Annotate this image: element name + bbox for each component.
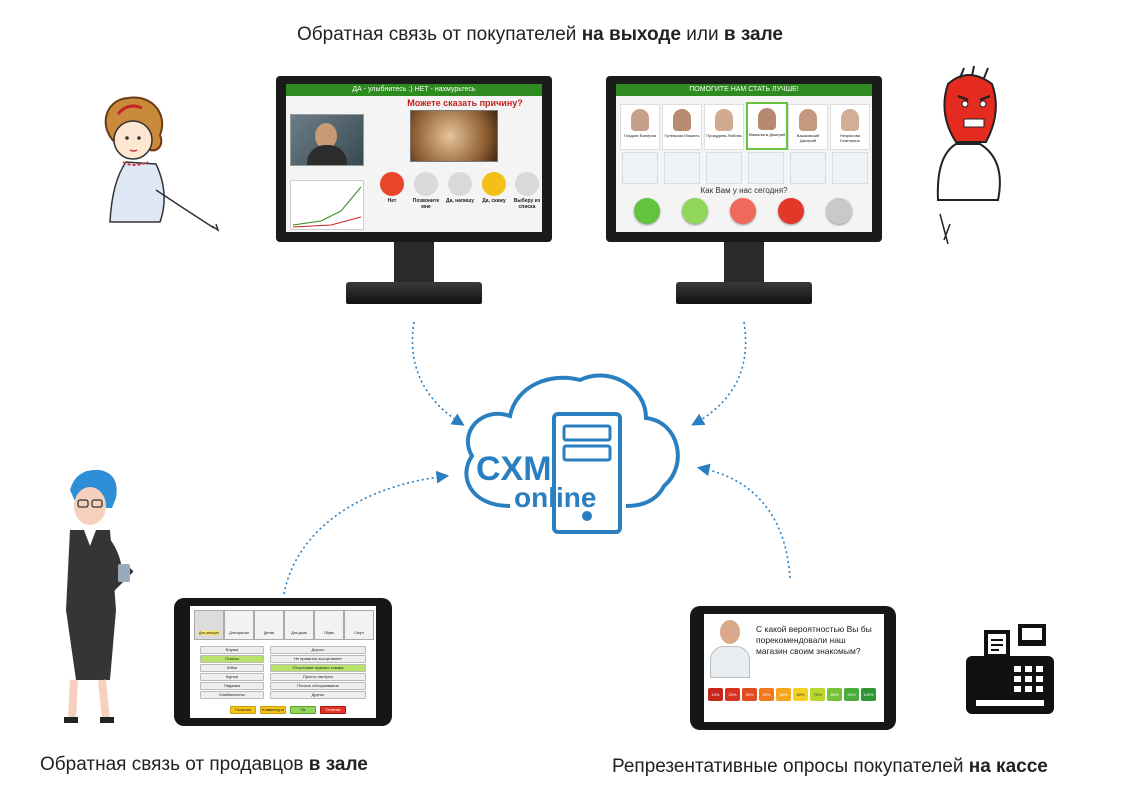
keyboard-button[interactable]: Клавиатура — [260, 706, 286, 714]
nps-option[interactable]: 100% — [861, 688, 876, 701]
staff-grid: Гладких Валерия Гулевская Мишель Прокуди… — [620, 102, 870, 192]
message-icon — [448, 172, 472, 196]
presenter-photo — [710, 620, 750, 678]
camera-preview — [290, 114, 364, 166]
thumbs-up-icon[interactable] — [790, 152, 826, 184]
list-item[interactable]: Юбки — [200, 664, 264, 672]
rating-question: Как Вам у нас сегодня? — [700, 186, 788, 195]
voice-button[interactable]: Голосом — [230, 706, 256, 714]
category-tab-shoes[interactable]: Обувь — [314, 610, 344, 640]
nps-option[interactable]: 40% — [759, 688, 774, 701]
list-item[interactable]: Просто смотрел — [270, 673, 366, 681]
list-item[interactable]: Не нравится ассортимент — [270, 655, 366, 663]
category-tab-women[interactable]: Для женщин — [194, 610, 224, 640]
rating-buttons — [634, 198, 864, 228]
staff-card[interactable]: Гулевская Мишель — [662, 104, 702, 150]
question-icon[interactable] — [832, 152, 868, 184]
very-happy-face-icon[interactable] — [634, 198, 660, 224]
tablet-right-screen: С какой вероятностью Вы бы порекомендова… — [704, 614, 884, 722]
staff-card-selected[interactable]: Мамалыга Дмитрий — [746, 102, 788, 150]
microphone-icon — [482, 172, 506, 196]
tablet-left-screen: Для женщин Для мужчин Детям Для дома Обу… — [190, 606, 376, 718]
list-item[interactable]: Платья — [200, 655, 264, 663]
cloud-brand: CXM — [476, 450, 552, 488]
nps-option[interactable]: 80% — [827, 688, 842, 701]
list-item[interactable]: Отсутствие нужного товара — [270, 664, 366, 672]
question-title: Можете сказать причину? — [407, 98, 523, 108]
staff-card[interactable]: Прокудина Любовь — [704, 104, 744, 150]
list-item[interactable]: Другое — [270, 691, 366, 699]
topic-icon[interactable] — [622, 152, 658, 184]
monitor-left-screen: ДА - улыбнитесь :) НЕТ - нахмурьтесь Мож… — [286, 84, 542, 232]
cloud-sub: online — [514, 482, 597, 513]
monitor-left: ДА - улыбнитесь :) НЕТ - нахмурьтесь Мож… — [276, 76, 552, 306]
monitor-left-top-bar: ДА - улыбнитесь :) НЕТ - нахмурьтесь — [286, 84, 542, 96]
monitor-right-top-bar: ПОМОГИТЕ НАМ СТАТЬ ЛУЧШЕ! — [616, 84, 872, 96]
server-icon — [552, 412, 622, 534]
sentiment-chart — [290, 180, 364, 230]
nps-option[interactable]: 60% — [793, 688, 808, 701]
answer-btn-write[interactable]: Да, напишу — [444, 172, 476, 204]
nps-option[interactable]: 90% — [844, 688, 859, 701]
topic-icons-row — [620, 152, 870, 188]
customer-girl-illustration — [104, 96, 220, 232]
happy-face-icon[interactable] — [682, 198, 708, 224]
category-tab-sport[interactable]: Спорт — [344, 610, 374, 640]
nps-scale: 10% 20% 30% 40% 50% 60% 70% 80% 90% 100% — [708, 688, 880, 702]
sad-face-icon — [380, 172, 404, 196]
cash-register-icon — [966, 624, 1054, 714]
list-item[interactable]: Дорого — [270, 646, 366, 654]
answer-btn-no[interactable]: Нет — [378, 172, 406, 204]
answer-buttons: Нет Позвоните мне Да, напишу Да, скажу В… — [378, 172, 542, 228]
monitor-right: ПОМОГИТЕ НАМ СТАТЬ ЛУЧШЕ! Гладких Валери… — [606, 76, 882, 306]
pet-photo — [410, 110, 498, 162]
staff-card[interactable]: Вашковский Дмитрий — [788, 104, 828, 150]
category-tab-kids[interactable]: Детям — [254, 610, 284, 640]
cancel-button[interactable]: Отмена — [320, 706, 346, 714]
list-item[interactable]: Блузки — [200, 646, 264, 654]
phone-icon — [414, 172, 438, 196]
microphone-icon[interactable] — [826, 198, 852, 224]
list-item[interactable]: Комбинезоны — [200, 691, 264, 699]
topic-icon[interactable] — [748, 152, 784, 184]
caption-top: Обратная связь от покупателей на выходе … — [297, 24, 783, 45]
tablet-right: С какой вероятностью Вы бы порекомендова… — [690, 606, 896, 730]
angry-face-icon[interactable] — [778, 198, 804, 224]
nps-option[interactable]: 10% — [708, 688, 723, 701]
staff-card[interactable]: Гладких Валерия — [620, 104, 660, 150]
ok-button[interactable]: Ок — [290, 706, 316, 714]
cloud-server-logo — [464, 373, 680, 534]
checklist-icon — [515, 172, 539, 196]
caption-bottom-right: Репрезентативные опросы покупателей на к… — [612, 756, 1048, 777]
answer-btn-say[interactable]: Да, скажу — [478, 172, 510, 204]
nps-option[interactable]: 50% — [776, 688, 791, 701]
monitor-right-screen: ПОМОГИТЕ НАМ СТАТЬ ЛУЧШЕ! Гладких Валери… — [616, 84, 872, 232]
category-tab-home[interactable]: Для дома — [284, 610, 314, 640]
nps-option[interactable]: 20% — [725, 688, 740, 701]
topic-icon[interactable] — [706, 152, 742, 184]
answer-btn-call[interactable]: Позвоните мне — [410, 172, 442, 210]
list-item[interactable]: Куртки — [200, 673, 264, 681]
nps-question: С какой вероятностью Вы бы порекомендова… — [756, 624, 872, 656]
staff-card[interactable]: Некрасова Екатерина — [830, 104, 870, 150]
list-item[interactable]: Пиджаки — [200, 682, 264, 690]
nps-option[interactable]: 30% — [742, 688, 757, 701]
angry-customer-illustration — [936, 65, 1001, 245]
category-tabs: Для женщин Для мужчин Детям Для дома Обу… — [194, 610, 374, 640]
sad-face-icon[interactable] — [730, 198, 756, 224]
topic-icon[interactable] — [664, 152, 700, 184]
list-item[interactable]: Плохое обслуживание — [270, 682, 366, 690]
nps-option[interactable]: 70% — [810, 688, 825, 701]
saleswoman-illustration — [64, 469, 134, 723]
category-tab-men[interactable]: Для мужчин — [224, 610, 254, 640]
answer-btn-list[interactable]: Выберу из списка — [512, 172, 542, 210]
caption-bottom-left: Обратная связь от продавцов в зале — [40, 754, 368, 775]
tablet-left: Для женщин Для мужчин Детям Для дома Обу… — [174, 598, 392, 726]
